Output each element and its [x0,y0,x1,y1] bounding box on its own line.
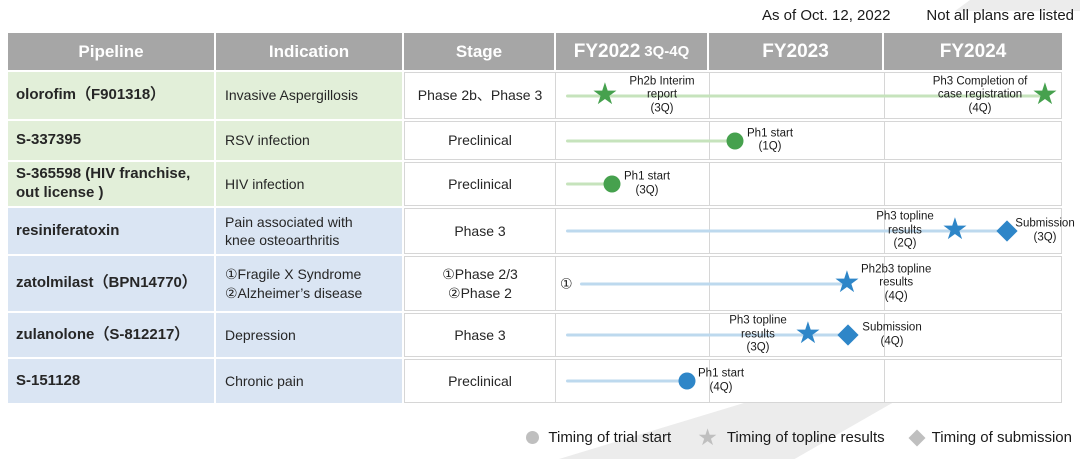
header-fy2024: FY2024 [884,33,1062,70]
pipeline-cell: olorofim（F901318） [8,72,214,119]
header-fy2023: FY2023 [709,33,882,70]
milestone-label: Submission (4Q) [862,321,922,347]
fy-gridline [709,163,710,205]
timeline-cell: ★Ph3 topline results (2Q) Submission (3Q) [556,208,1075,254]
indication-cell: Chronic pain [216,359,402,403]
timeline-bar [566,229,1007,233]
fy-gridline [884,122,885,159]
timeline-cell: ① ★Ph2b3 topline results (4Q) [556,256,1062,311]
milestone-circle-icon [726,132,744,149]
legend-item: Timing of submission [908,429,1072,446]
timeline-bar [566,139,735,142]
timeline-cell: ★Ph2b Interim report (3Q)★Ph3 Completion… [556,72,1062,119]
indication-cell: Depression [216,313,402,357]
top-note: As of Oct. 12, 2022 Not all plans are li… [762,7,1074,24]
milestone-label: Ph3 topline results (3Q) [729,314,787,354]
milestone-star-icon: ★ [941,212,969,246]
milestone-star-icon: ★ [1031,77,1059,111]
legend-diamond-icon [908,429,926,446]
stage-cell: ①Phase 2/3 ②Phase 2 [404,256,556,311]
stage-cell: Phase 3 [404,313,556,357]
timeline-cell: Ph1 start (4Q) [556,359,1062,403]
indication-cell: Pain associated with knee osteoarthritis [216,208,402,254]
indication-cell: HIV infection [216,162,402,206]
timeline-bar [580,282,847,285]
indication-cell: ①Fragile X Syndrome ②Alzheimer’s disease [216,256,402,311]
timeline-bar [566,379,687,383]
header-fy2022-label: FY2022 [573,40,641,62]
milestone-star-icon: ★ [591,77,619,111]
pipeline-cell: zulanolone（S-812217） [8,313,214,357]
header-stage: Stage [404,33,554,70]
stage-cell: Preclinical [404,121,556,160]
pipeline-cell: S-337395 [8,121,214,160]
header-indication: Indication [216,33,402,70]
fy-gridline [884,360,885,402]
milestone-star-icon: ★ [833,265,861,299]
timeline-cell: ★Ph3 topline results (3Q) Submission (4Q) [556,313,1062,357]
header-fy2022: FY2022 3Q-4Q [556,33,707,70]
legend-label: Timing of trial start [548,429,672,446]
milestone-label: Ph1 start (3Q) [624,170,671,196]
pipeline-cell: resiniferatoxin [8,208,214,254]
fy-gridline [884,257,885,310]
stage-cell: Preclinical [404,162,556,206]
timeline-cell: Ph1 start (1Q) [556,121,1062,160]
stage-cell: Phase 2b、Phase 3 [404,72,556,119]
pipeline-cell: S-365598 (HIV franchise, out license ) [8,162,214,206]
pipeline-table: Pipeline Indication Stage FY2022 3Q-4Q F… [8,33,1075,405]
disclaimer-text: Not all plans are listed [926,7,1074,24]
milestone-label: Ph1 start (1Q) [747,126,794,153]
as-of-date: As of Oct. 12, 2022 [762,7,891,24]
milestone-label: Ph2b Interim report (3Q) [629,75,695,115]
table-row: zatolmilast（BPN14770）①Fragile X Syndrome… [8,256,1070,311]
milestone-label: Ph2b3 topline results (4Q) [861,263,932,303]
fy-gridline [709,360,710,402]
header-pipeline: Pipeline [8,33,214,70]
milestone-circle-icon [678,372,696,390]
legend-item: ★ Timing of topline results [697,426,884,449]
milestone-circle-icon [603,175,621,193]
legend-circle-icon [526,431,540,444]
timeline-bar [566,182,612,186]
header-fy2022-sub-label: 3Q-4Q [644,43,690,60]
stage-cell: Phase 3 [404,208,556,254]
timeline-prefix-label: ① [560,275,573,291]
legend-star-icon: ★ [697,424,718,450]
legend-label: Timing of submission [931,429,1072,446]
milestone-label: Ph3 Completion of case registration (4Q) [932,75,1028,115]
timeline-cell: Ph1 start (3Q) [556,162,1062,206]
fy-gridline [884,314,885,356]
legend: Timing of trial start ★ Timing of topline … [526,426,1072,449]
decorative-band-top [955,0,1080,11]
stage-cell: Preclinical [404,359,556,403]
milestone-diamond-icon [837,324,859,346]
milestone-star-icon: ★ [794,316,822,350]
indication-cell: Invasive Aspergillosis [216,72,402,119]
table-header-row: Pipeline Indication Stage FY2022 3Q-4Q F… [8,33,1070,70]
table-row: S-365598 (HIV franchise, out license )HI… [8,162,1070,206]
fy-gridline [884,163,885,205]
milestone-label: Submission (3Q) [1015,217,1075,243]
milestone-label: Ph3 topline results (2Q) [876,210,934,250]
indication-cell: RSV infection [216,121,402,160]
pipeline-cell: S-151128 [8,359,214,403]
milestone-label: Ph1 start (4Q) [698,367,745,393]
legend-label: Timing of topline results [726,429,885,446]
timeline-bar [566,333,848,337]
pipeline-cell: zatolmilast（BPN14770） [8,256,214,311]
timeline-bar [566,94,1047,97]
legend-item: Timing of trial start [526,429,671,446]
